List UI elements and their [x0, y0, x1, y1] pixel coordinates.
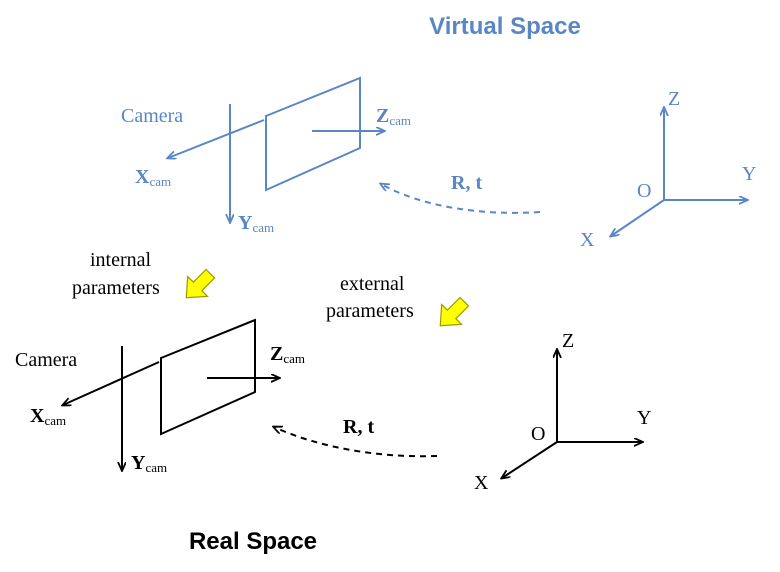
virtual-transform-label: R, t: [451, 172, 482, 194]
external-parameters-line2: parameters: [326, 300, 414, 322]
virtual-camera-label: Camera: [121, 105, 183, 127]
virtual-world-y-label: Y: [742, 163, 756, 185]
virtual-z-cam-label: Zcam: [376, 105, 411, 128]
real-camera-label: Camera: [15, 349, 77, 371]
external-parameters-annotation: external parameters: [326, 273, 470, 327]
internal-parameters-annotation: internal parameters: [72, 249, 216, 299]
virtual-world-origin-label: O: [637, 180, 651, 202]
virtual-world-z-label: Z: [668, 88, 680, 110]
virtual-y-cam-label: Ycam: [238, 212, 274, 235]
virtual-x-axis-line: [168, 119, 265, 158]
external-arrow-icon: [439, 296, 470, 327]
real-world-axes: Z Y X O: [474, 330, 651, 494]
real-z-cam-label: Zcam: [270, 343, 305, 366]
real-world-y-label: Y: [637, 407, 651, 429]
real-space-title: Real Space: [189, 528, 317, 555]
virtual-transform-arrow: [381, 184, 541, 214]
virtual-x-cam-label: Xcam: [135, 166, 171, 189]
real-world-x-line: [502, 441, 558, 478]
real-x-cam-label: Xcam: [30, 405, 66, 428]
virtual-world-x-label: X: [580, 229, 595, 251]
virtual-space-title: Virtual Space: [429, 13, 581, 40]
virtual-transform: R, t: [381, 172, 541, 214]
real-x-axis-line: [63, 361, 160, 405]
virtual-space: Virtual Space Camera Xcam Ycam Zcam R, t…: [121, 13, 756, 251]
real-camera: Camera Xcam Ycam Zcam: [15, 318, 305, 475]
virtual-world-x-line: [611, 199, 665, 236]
internal-arrow-icon: [185, 268, 216, 299]
real-y-cam-label: Ycam: [131, 452, 167, 475]
real-world-x-label: X: [474, 472, 489, 494]
real-world-z-label: Z: [562, 330, 574, 352]
real-transform-label: R, t: [343, 416, 374, 438]
real-world-origin-label: O: [531, 423, 545, 445]
internal-parameters-line1: internal: [90, 249, 152, 271]
virtual-camera: Camera Xcam Ycam Zcam: [121, 76, 411, 235]
internal-parameters-line2: parameters: [72, 277, 160, 299]
virtual-image-plane: [265, 76, 361, 192]
external-parameters-line1: external: [340, 273, 405, 295]
real-image-plane: [160, 318, 256, 436]
real-transform: R, t: [274, 416, 438, 458]
real-space: Camera Xcam Ycam Zcam R, t Z Y X O Real …: [15, 318, 651, 555]
virtual-world-axes: Z Y X O: [580, 88, 756, 251]
